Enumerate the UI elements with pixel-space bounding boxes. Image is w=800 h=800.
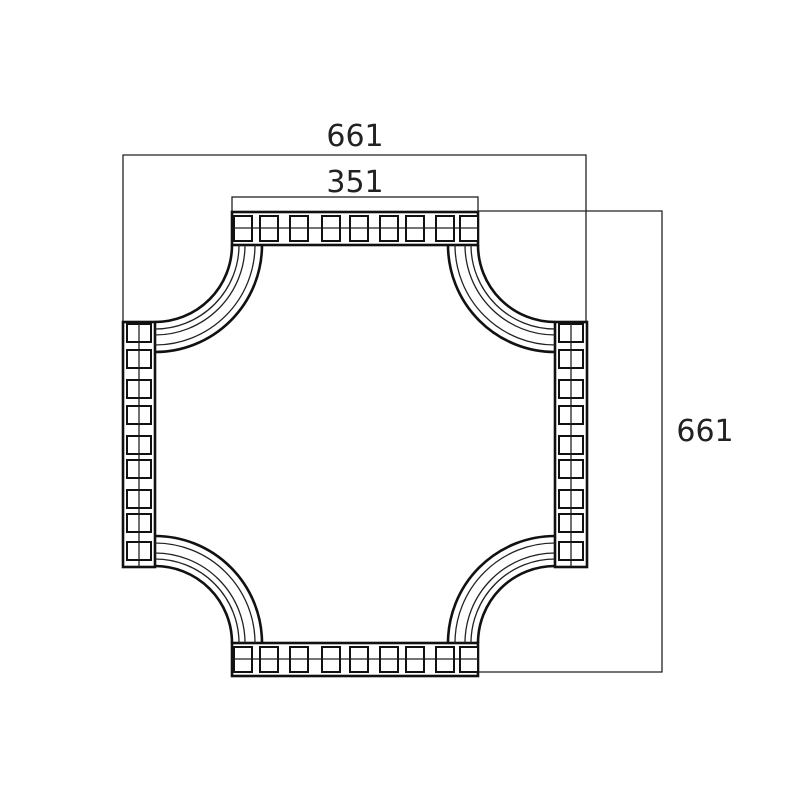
top-left-bend-arc bbox=[154, 244, 234, 324]
bottom-right-bend-arc bbox=[470, 558, 556, 644]
overall-width-label: 661 bbox=[326, 119, 383, 154]
bottom-left-bend-arc bbox=[154, 534, 264, 644]
top-left-bend-arc bbox=[154, 244, 246, 336]
top-left-bend-arc bbox=[154, 244, 256, 346]
top-right-bend-arc bbox=[454, 244, 556, 346]
bottom-right-bend-arc bbox=[476, 564, 556, 644]
bottom-right-bend-arc bbox=[464, 552, 556, 644]
bottom-right-bend-arc bbox=[454, 542, 556, 644]
arm-width-label: 351 bbox=[326, 165, 383, 200]
top-left-bend-arc bbox=[154, 244, 264, 354]
top-right-bend-arc bbox=[446, 244, 556, 354]
top-right-bend-arc bbox=[464, 244, 556, 336]
bottom-right-bend-arc bbox=[446, 534, 556, 644]
bottom-left-bend-arc bbox=[154, 552, 246, 644]
bottom-left-bend-arc bbox=[154, 558, 240, 644]
overall-height-dimension-line bbox=[478, 210, 663, 673]
overall-width-dimension-line bbox=[122, 154, 587, 322]
top-left-bend-arc bbox=[154, 244, 240, 330]
bottom-left-bend-arc bbox=[154, 564, 234, 644]
cross-tray-outline bbox=[121, 210, 589, 678]
top-right-bend-arc bbox=[476, 244, 556, 324]
overall-height-label: 661 bbox=[676, 414, 733, 449]
top-right-bend-arc bbox=[470, 244, 556, 330]
bottom-left-bend-arc bbox=[154, 542, 256, 644]
